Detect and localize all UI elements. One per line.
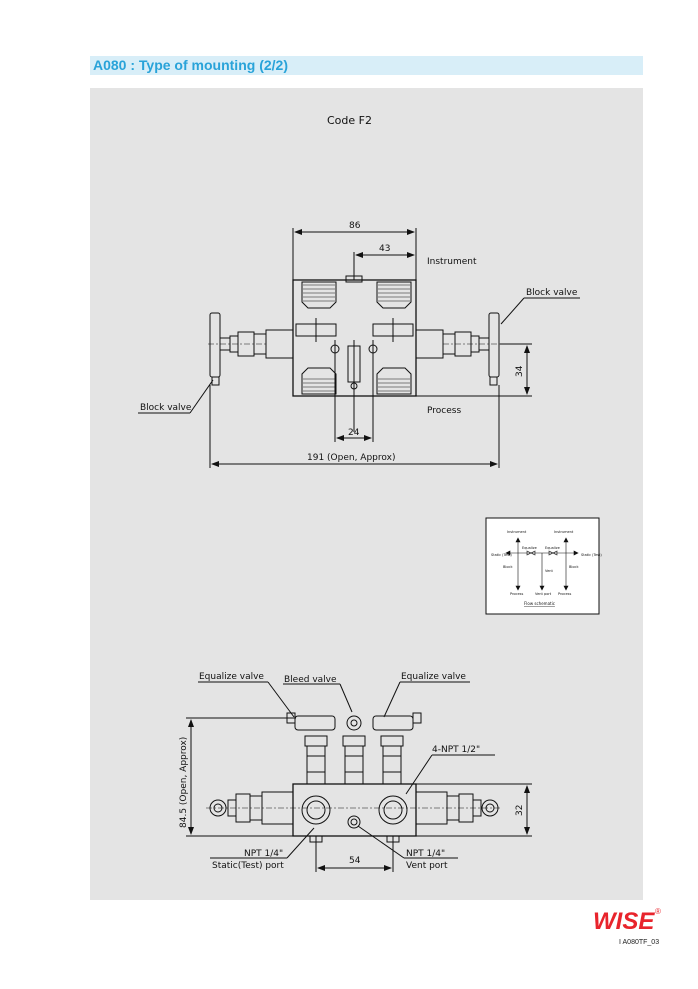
npt-quarter-left-label: NPT 1/4" — [244, 849, 283, 859]
dim-port-label: 24 — [348, 428, 360, 438]
bleed-valve-label: Bleed valve — [284, 675, 337, 685]
dim-32-label: 32 — [515, 805, 525, 816]
brand-text: WISE — [593, 908, 655, 935]
top-view — [138, 228, 580, 468]
dim-54-label: 54 — [349, 856, 361, 866]
flow-schematic: Instrument Instrument Equalize Equalize … — [485, 517, 602, 615]
registered-mark: ® — [655, 907, 661, 916]
schematic-equalize-right: Equalize — [545, 546, 560, 550]
wise-logo: WISE ® — [593, 907, 661, 935]
dim-height-label: 34 — [515, 365, 525, 377]
code-label: Code F2 — [327, 114, 372, 127]
schematic-process-left: Process — [510, 592, 523, 596]
title-bar: A080 : Type of mounting (2/2) — [90, 56, 643, 75]
schematic-static-left: Static (Test) — [491, 553, 512, 557]
schematic-instrument-left: Instrument — [507, 530, 527, 534]
vent-port-label: Vent port — [406, 861, 448, 871]
static-port-label: Static(Test) port — [212, 861, 284, 871]
npt-quarter-right-label: NPT 1/4" — [406, 849, 445, 859]
dim-height-front-label: 84.5 (Open, Approx) — [179, 737, 189, 828]
schematic-vent: Vent — [545, 569, 553, 573]
equalize-valve-right-label: Equalize valve — [401, 672, 466, 682]
front-view — [186, 681, 532, 872]
page-title: A080 : Type of mounting (2/2) — [93, 57, 288, 73]
schematic-vent-port: Vent port — [535, 592, 552, 596]
schematic-block-left: Block — [503, 565, 513, 569]
doc-code: I A080TF_03 — [619, 939, 660, 946]
dim-width-label: 86 — [349, 221, 361, 231]
drawing-panel — [90, 88, 643, 900]
instrument-label: Instrument — [427, 257, 477, 267]
dim-half-label: 43 — [379, 244, 390, 254]
npt-half-label: 4-NPT 1/2" — [432, 745, 480, 755]
schematic-caption: Flow schematic — [524, 601, 555, 606]
block-valve-left-label: Block valve — [140, 403, 192, 413]
dim-overall-label: 191 (Open, Approx) — [307, 453, 395, 463]
block-valve-right-label: Block valve — [526, 288, 578, 298]
schematic-static-right: Static (Test) — [581, 553, 602, 557]
schematic-block-right: Block — [569, 565, 579, 569]
schematic-instrument-right: Instrument — [554, 530, 574, 534]
equalize-valve-left-label: Equalize valve — [199, 672, 264, 682]
schematic-equalize-left: Equalize — [522, 546, 537, 550]
schematic-process-right: Process — [558, 592, 571, 596]
process-label: Process — [427, 406, 461, 416]
